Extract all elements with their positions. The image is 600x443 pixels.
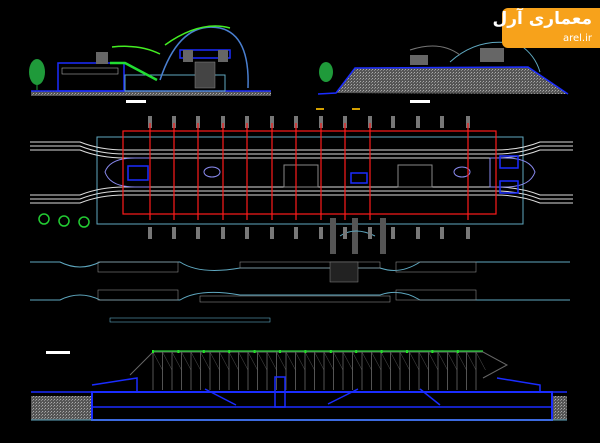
column-marker xyxy=(245,116,249,128)
truss-member xyxy=(437,351,448,371)
tree-icon xyxy=(319,62,333,82)
station-plan xyxy=(30,116,573,254)
truss-member xyxy=(333,351,344,371)
truss-member xyxy=(361,351,372,371)
column-marker xyxy=(343,116,347,128)
truss-member xyxy=(257,351,268,371)
column-marker xyxy=(416,227,420,239)
column-marker xyxy=(221,227,225,239)
truss-member xyxy=(181,351,192,371)
truss-member xyxy=(152,351,163,371)
truss-member xyxy=(295,351,306,371)
column-marker xyxy=(416,116,420,128)
truss-member xyxy=(456,351,467,371)
truss-member xyxy=(466,351,477,371)
cross-section-left xyxy=(29,25,271,96)
longitudinal-section xyxy=(31,350,567,421)
scale-bar xyxy=(126,100,146,103)
column-marker xyxy=(172,116,176,128)
truss-member xyxy=(390,351,401,371)
truss-outline xyxy=(129,351,509,379)
truss-member xyxy=(219,351,230,371)
logo-title: معماری آرل xyxy=(492,9,592,29)
tree-icon xyxy=(38,213,90,228)
truss-member xyxy=(447,351,458,371)
column-marker xyxy=(466,227,470,239)
column-marker xyxy=(148,227,152,239)
scale-bar xyxy=(46,351,70,354)
logo-site: arel.ir xyxy=(562,33,592,44)
truss-member xyxy=(342,351,353,371)
truss-member xyxy=(276,351,287,371)
column-marker xyxy=(294,116,298,128)
column-marker xyxy=(466,116,470,128)
truss-member xyxy=(209,351,220,371)
column-marker xyxy=(440,227,444,239)
column-marker xyxy=(440,116,444,128)
truss-member xyxy=(475,351,486,371)
truss-member xyxy=(238,351,249,371)
truss-member xyxy=(399,351,410,371)
scale-bar xyxy=(410,100,430,103)
truss-member xyxy=(409,351,420,371)
column-marker xyxy=(343,227,347,239)
truss-member xyxy=(428,351,439,371)
column-marker xyxy=(196,227,200,239)
truss-member xyxy=(352,351,363,371)
column-marker xyxy=(391,227,395,239)
truss-member xyxy=(228,351,239,371)
column-marker xyxy=(172,227,176,239)
column-marker xyxy=(196,116,200,128)
truss-member xyxy=(171,351,182,371)
truss-member xyxy=(314,351,325,371)
track-line xyxy=(30,141,573,151)
truss-member xyxy=(266,351,277,371)
platform-plan xyxy=(30,261,570,323)
column-marker xyxy=(270,116,274,128)
truss-member xyxy=(380,351,391,371)
column-marker xyxy=(368,227,372,239)
site-logo: معماری آرل arel.ir xyxy=(492,8,600,48)
truss-member xyxy=(371,351,382,371)
truss-member xyxy=(418,351,429,371)
column-marker xyxy=(270,227,274,239)
truss-member xyxy=(200,351,211,371)
column-marker xyxy=(319,227,323,239)
column-marker xyxy=(368,116,372,128)
truss-member xyxy=(285,351,296,371)
truss-member xyxy=(162,351,173,371)
track-line xyxy=(30,190,573,200)
column-marker xyxy=(148,116,152,128)
track-line xyxy=(30,149,573,159)
cross-section-right xyxy=(317,41,569,95)
column-marker xyxy=(221,116,225,128)
tree-icon xyxy=(29,59,45,90)
column-marker xyxy=(245,227,249,239)
truss-member xyxy=(323,351,334,371)
truss-member xyxy=(190,351,201,371)
truss-member xyxy=(247,351,258,371)
column-marker xyxy=(319,116,323,128)
truss-member xyxy=(304,351,315,371)
column-marker xyxy=(391,116,395,128)
column-marker xyxy=(294,227,298,239)
track-line xyxy=(30,145,573,155)
track-line xyxy=(30,194,573,204)
